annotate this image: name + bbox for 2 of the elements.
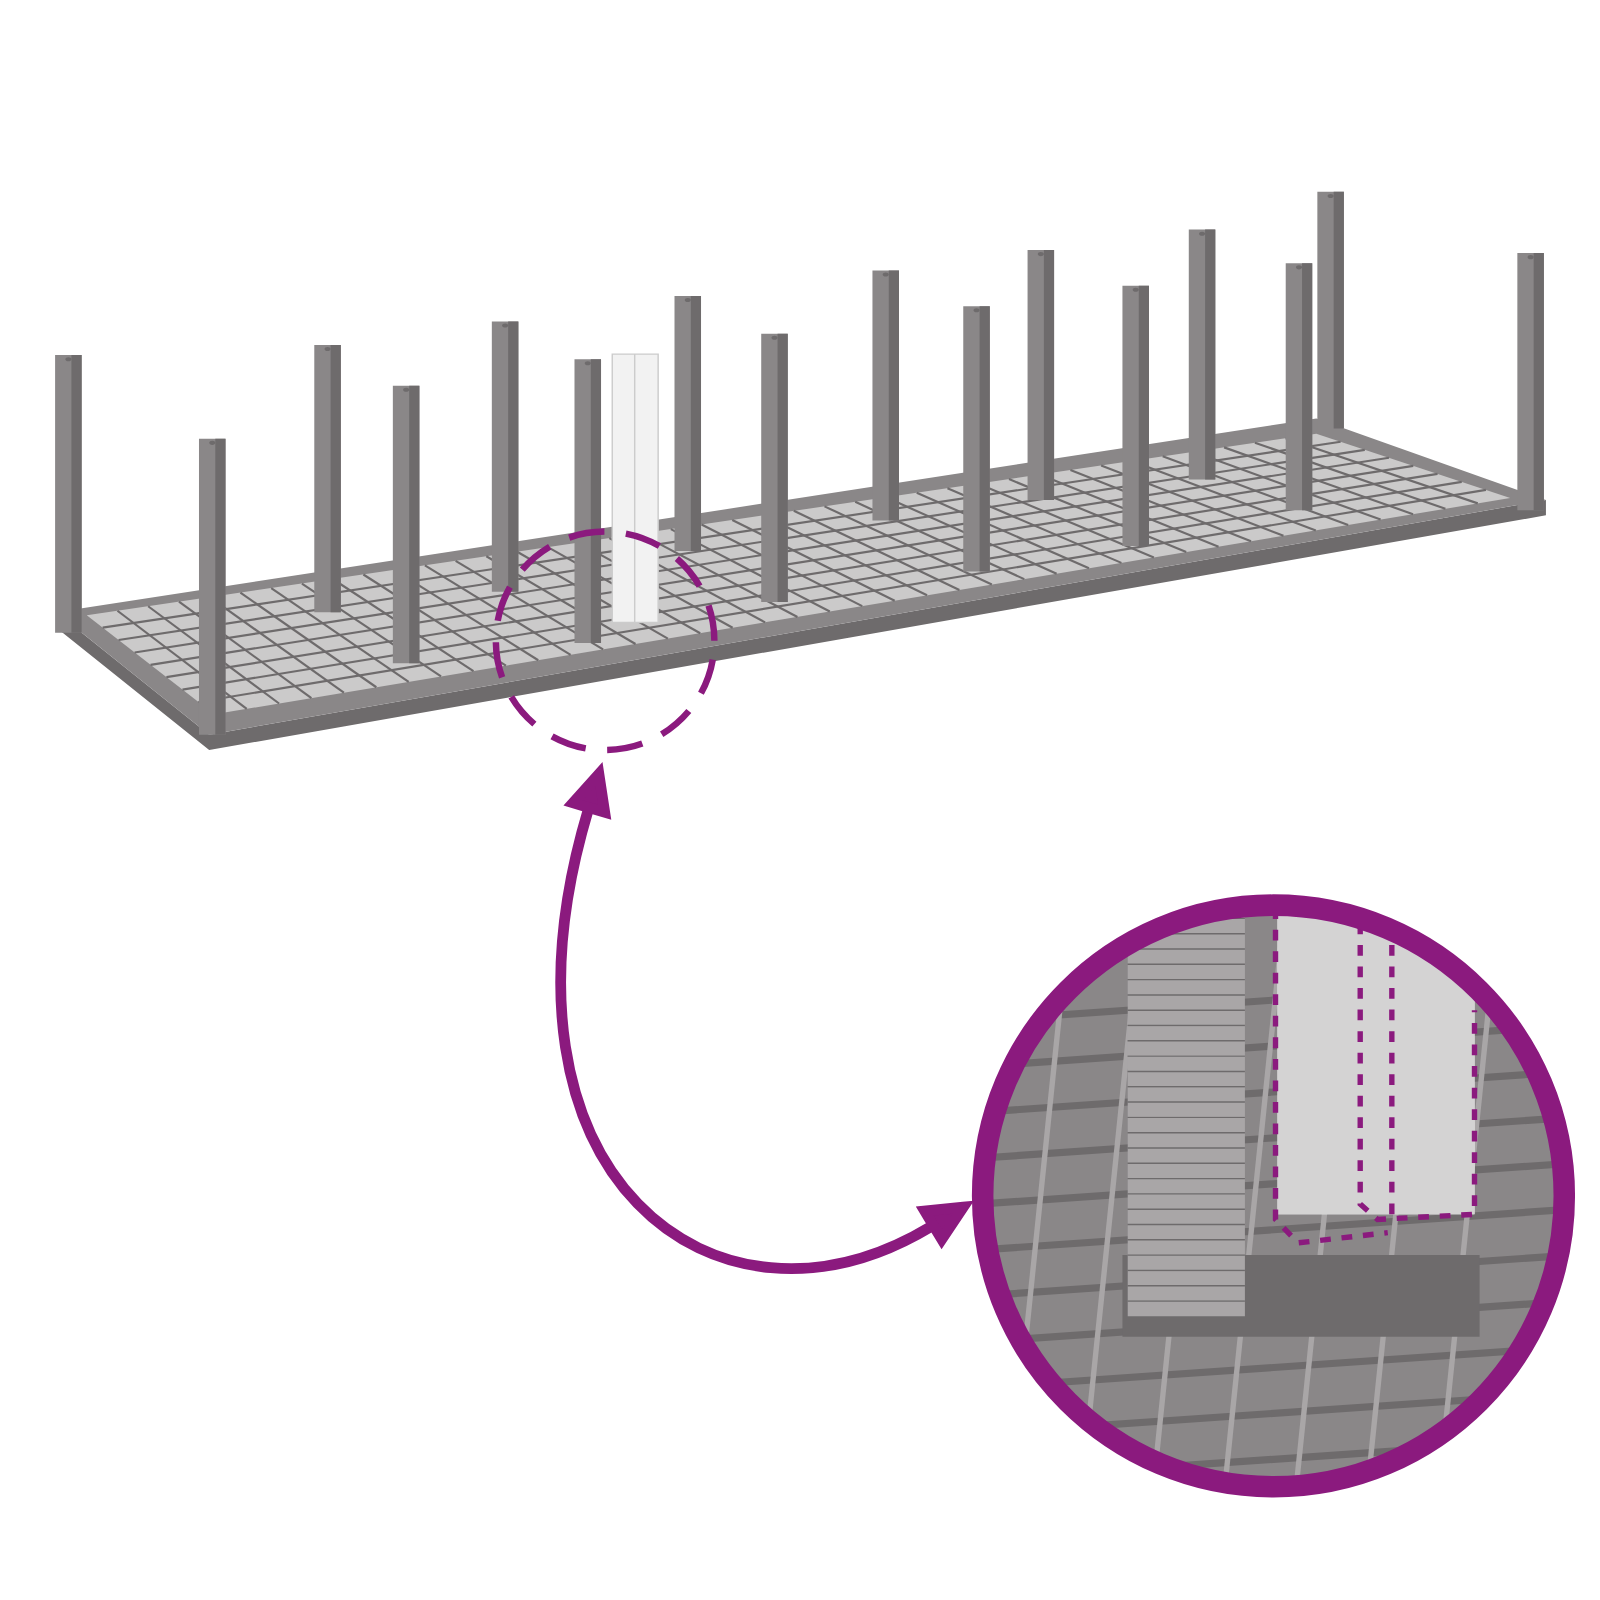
magnified-view	[971, 894, 1576, 1498]
dashed-circle	[492, 528, 718, 754]
